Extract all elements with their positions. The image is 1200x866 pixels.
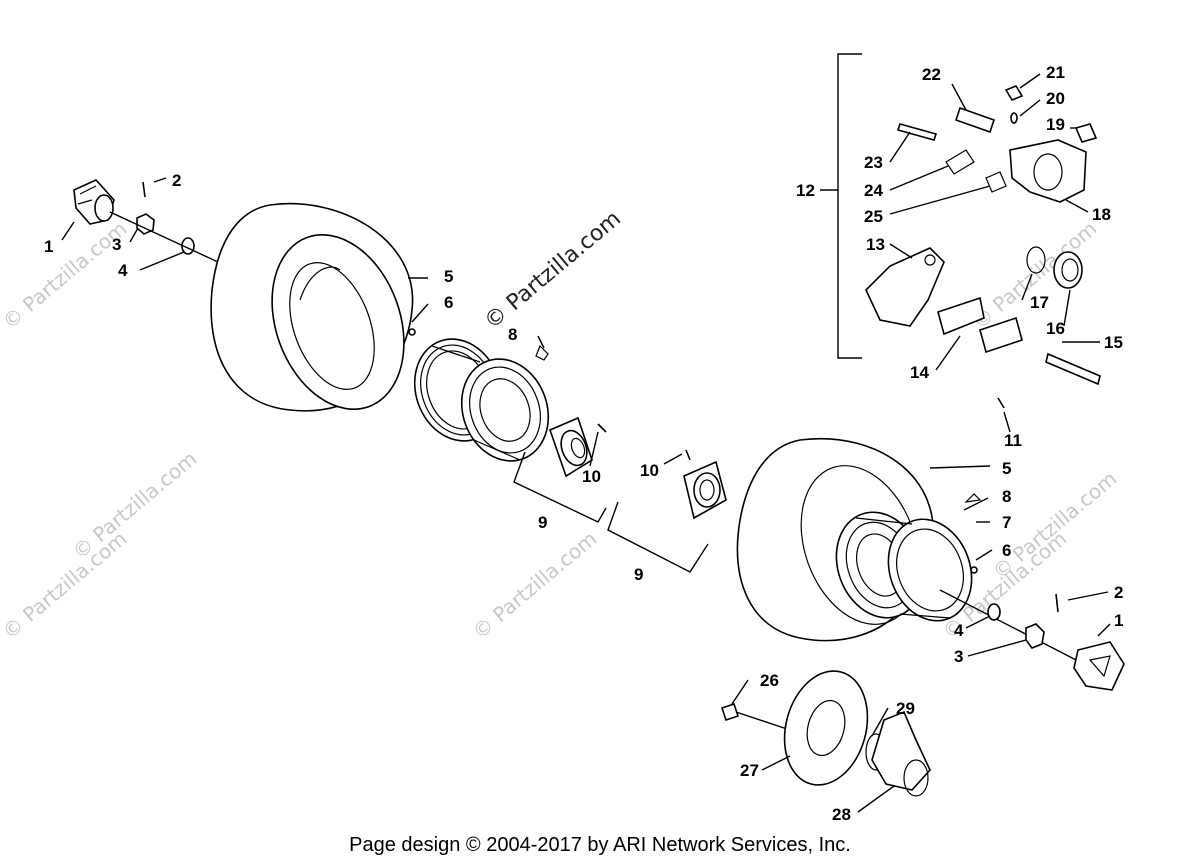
callout-1: 1 [1114,611,1123,630]
callouts: 1 2 3 4 5 6 8 9 10 10 9 11 5 8 7 6 2 1 4… [44,63,1123,824]
brake-disc-group [720,670,931,797]
callout-5: 5 [1002,459,1011,478]
callout-18: 18 [1092,205,1111,224]
watermark-main: © Partzilla.com [480,206,626,334]
callout-19: 19 [1046,115,1065,134]
hub-cap-part [1073,641,1125,691]
callout-11: 11 [1004,431,1022,450]
bracket-9 [513,451,709,573]
callout-10: 10 [640,461,659,480]
callout-26: 26 [760,671,779,690]
callout-22: 22 [922,65,941,84]
cotter-pin-part [142,181,146,198]
callout-10: 10 [582,467,601,486]
callout-21: 21 [1046,63,1065,82]
callout-9: 9 [634,565,643,584]
callout-23: 23 [864,153,883,172]
callout-27: 27 [740,761,759,780]
footer-copyright: Page design © 2004-2017 by ARI Network S… [349,834,851,856]
watermark: © Partzilla.com [68,446,202,564]
callout-13: 13 [866,235,885,254]
callout-6: 6 [1002,541,1011,560]
callout-15: 15 [1104,333,1123,352]
callout-8: 8 [508,325,517,344]
hub-part [548,416,593,478]
callout-2: 2 [1114,583,1123,602]
right-wheel-assembly [736,397,1125,691]
callout-9: 9 [538,513,547,532]
callout-6: 6 [444,293,453,312]
callout-29: 29 [896,699,915,718]
left-wheel-assembly [73,179,607,478]
watermark: © Partzilla.com [468,526,602,644]
rim-part [835,511,973,622]
hub-cap-part [73,179,115,225]
callout-20: 20 [1046,89,1065,108]
watermark: © Partzilla.com [0,526,131,644]
nut-part [136,213,155,235]
valve-part [408,328,416,336]
callout-1: 1 [44,237,53,256]
callout-24: 24 [864,181,883,200]
clip-part [535,344,549,361]
callout-3: 3 [112,235,121,254]
callout-4: 4 [954,621,964,640]
callout-17: 17 [1030,293,1049,312]
brake-caliper-group [820,53,1101,386]
callout-5: 5 [444,267,453,286]
callout-7: 7 [1002,513,1011,532]
callout-2: 2 [172,171,181,190]
callout-4: 4 [118,261,128,280]
callout-14: 14 [910,363,929,382]
callout-3: 3 [954,647,963,666]
callout-12: 12 [796,181,815,200]
callout-8: 8 [1002,487,1011,506]
hub-right-part [683,449,727,520]
callout-16: 16 [1046,319,1065,338]
callout-25: 25 [864,207,883,226]
leader-lines [61,73,1111,813]
rim-part [413,338,550,462]
callout-28: 28 [832,805,851,824]
tire-part [210,202,414,412]
